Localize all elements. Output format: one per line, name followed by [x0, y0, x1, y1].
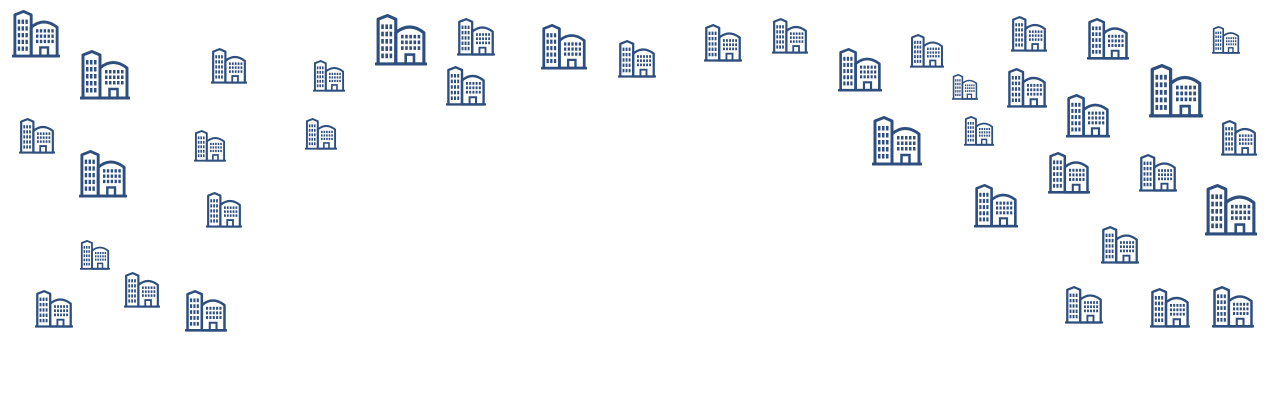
office-building-icon: [206, 192, 242, 228]
office-building-icon: [1148, 288, 1192, 328]
office-building-icon: [78, 150, 128, 198]
office-building-icon: [312, 60, 346, 92]
office-building-icon: [973, 184, 1019, 228]
office-building-icon: [910, 34, 944, 68]
office-building-icon: [871, 116, 923, 166]
office-building-icon: [182, 290, 230, 332]
office-building-icon: [1066, 94, 1110, 138]
office-building-icon: [34, 290, 74, 328]
office-building-icon: [772, 18, 808, 54]
office-building-icon: [1087, 18, 1129, 60]
office-building-icon: [1138, 154, 1178, 192]
office-building-icon: [18, 118, 56, 154]
office-building-icon: [703, 24, 743, 62]
office-building-icon: [1212, 26, 1240, 54]
office-building-icon: [1011, 16, 1047, 52]
office-building-icon: [952, 74, 978, 100]
office-building-icon: [194, 130, 226, 162]
office-building-icon: [123, 272, 161, 308]
office-building-icon: [618, 40, 656, 78]
office-building-icon: [10, 10, 62, 58]
office-building-icon: [210, 48, 248, 84]
office-building-icon: [374, 14, 428, 66]
office-building-icon: [1204, 184, 1258, 236]
office-building-icon: [838, 48, 882, 92]
office-building-icon: [457, 18, 495, 56]
office-building-icon: [1210, 286, 1256, 328]
office-building-icon: [1064, 286, 1104, 324]
office-building-icon: [1220, 120, 1258, 156]
office-building-icon: [80, 50, 130, 100]
office-building-icon: [540, 24, 588, 70]
office-building-icon: [304, 118, 338, 150]
office-building-icon: [79, 240, 111, 270]
office-building-icon: [1101, 226, 1139, 264]
office-building-icon: [1007, 68, 1047, 108]
office-building-icon: [964, 116, 994, 146]
office-building-icon: [446, 66, 486, 106]
office-building-icon: [1047, 152, 1091, 194]
office-building-icon: [1148, 64, 1204, 118]
